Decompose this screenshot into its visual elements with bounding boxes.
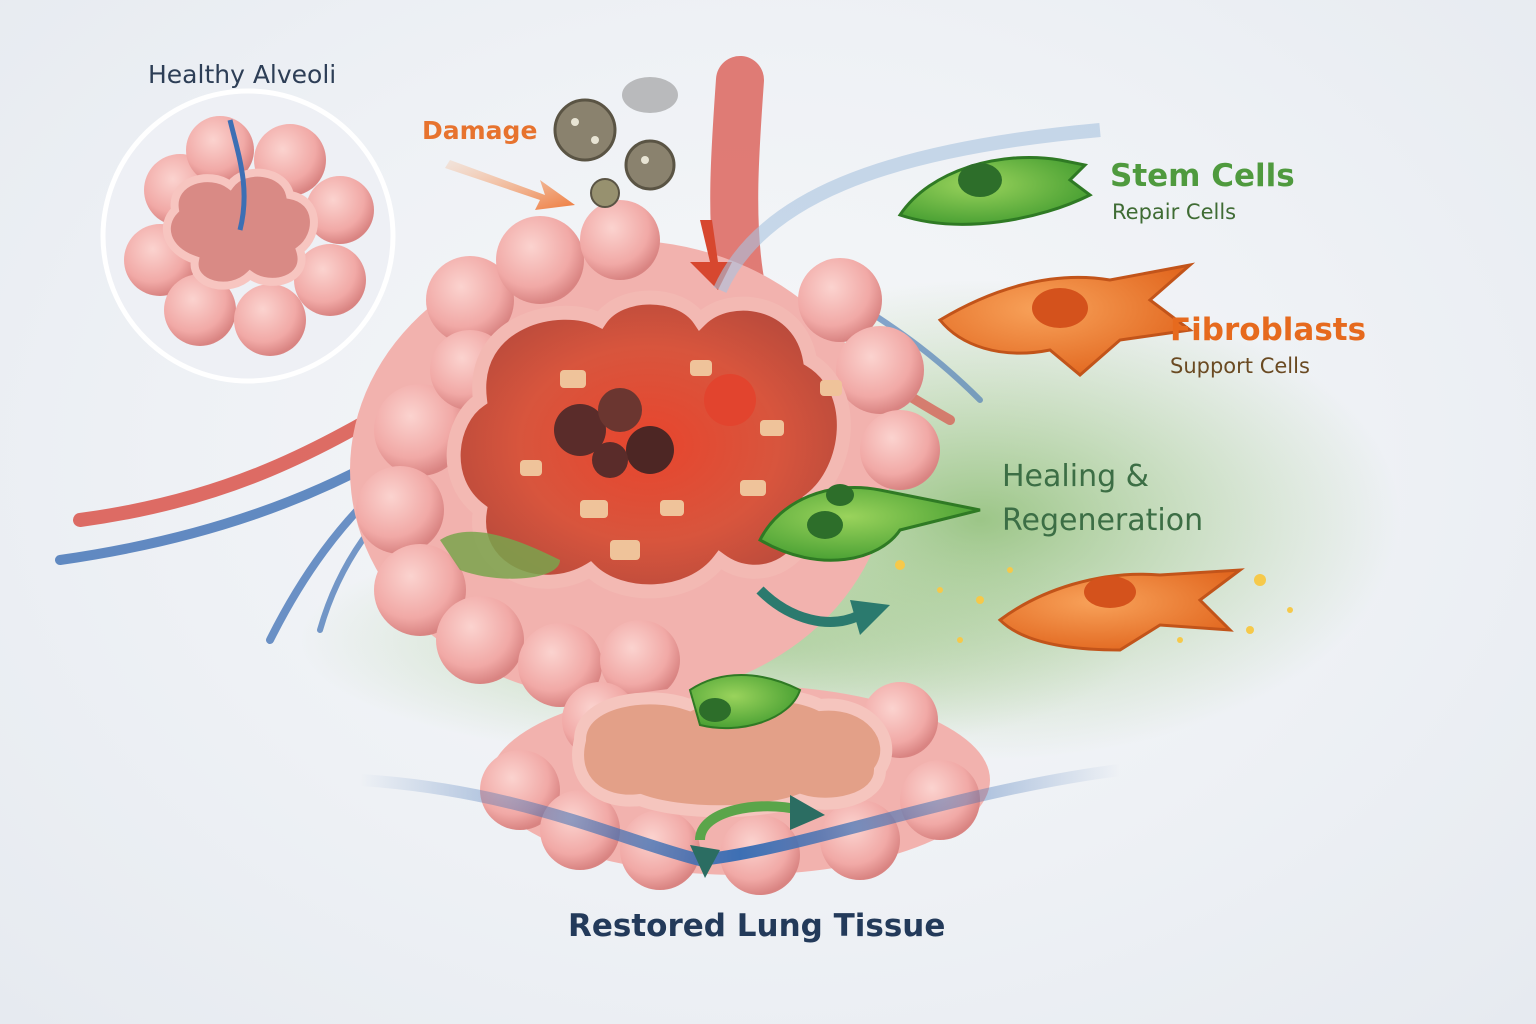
damage-label: Damage [422,116,537,145]
fibroblasts-label: Fibroblasts [1170,312,1366,348]
damage-arrow-icon [445,160,575,210]
particle-icon [555,77,678,207]
stem-cell-icon [900,157,1090,224]
healing-label: Healing & Regeneration [1002,455,1203,543]
support-cells-label: Support Cells [1170,354,1310,378]
healing-line2: Regeneration [1002,499,1203,543]
stem-cells-label: Stem Cells [1110,158,1295,194]
repair-cells-label: Repair Cells [1112,200,1236,224]
healing-line1: Healing & [1002,455,1203,499]
restored-tissue-label: Restored Lung Tissue [568,908,945,944]
healthy-alveoli-inset [103,91,393,381]
healthy-alveoli-label: Healthy Alveoli [148,60,336,89]
